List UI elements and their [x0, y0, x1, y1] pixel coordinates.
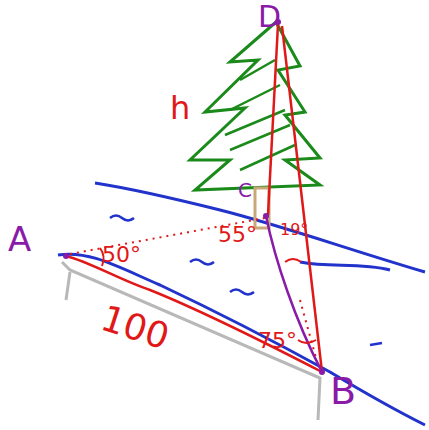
vertex-label: A: [8, 222, 31, 256]
vertex-label: C: [238, 180, 252, 200]
water-ripple: [230, 290, 254, 295]
ground-edge: [66, 272, 70, 300]
angle-arc: [285, 259, 301, 262]
vertex-label: B: [330, 372, 356, 410]
height-line: [268, 24, 278, 215]
sight-line: [282, 26, 322, 372]
height-label: h: [170, 92, 190, 124]
river-bank: [58, 254, 425, 425]
ground-edge: [62, 262, 320, 420]
water-ripple: [370, 343, 382, 345]
river-bank: [95, 183, 425, 272]
vertex-label: D: [258, 2, 281, 32]
water-ripple: [190, 260, 214, 265]
tree-hatching: [225, 60, 295, 170]
angle-label: 75°: [258, 330, 297, 352]
angle-label: 19°: [280, 222, 308, 238]
angle-label: 50°: [102, 244, 141, 266]
vertex-dot: [263, 213, 269, 219]
baseline-ab: [66, 256, 322, 372]
angle-arc: [298, 340, 316, 343]
water-ripple: [110, 216, 134, 221]
vertex-dot: [63, 253, 69, 259]
river-bank: [300, 262, 390, 270]
vertex-dot: [319, 369, 325, 375]
tree-outline: [190, 22, 320, 190]
angle-label: 55°: [218, 224, 257, 246]
